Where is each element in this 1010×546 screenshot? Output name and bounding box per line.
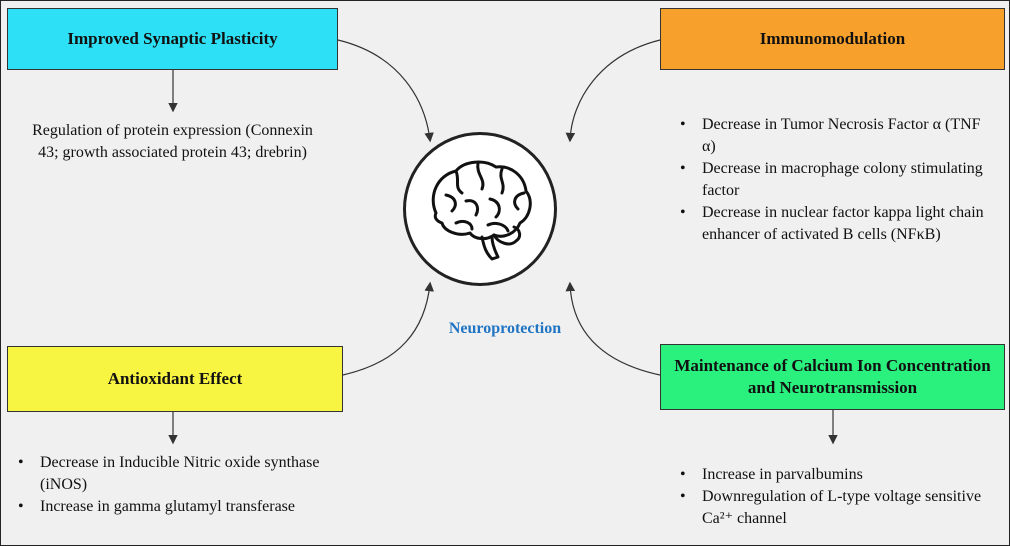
brain-icon <box>431 160 532 261</box>
list-item: Decrease in macrophage colony stimulatin… <box>674 158 994 202</box>
curve-synaptic-to-center <box>337 39 434 143</box>
curve-calcium-to-center <box>565 281 661 376</box>
list-item: Decrease in Inducible Nitric oxide synth… <box>12 452 342 496</box>
synaptic-plasticity-detail-text: Regulation of protein expression (Connex… <box>32 122 313 161</box>
curve-antioxidant-to-center <box>342 281 434 376</box>
antioxidant-list: Decrease in Inducible Nitric oxide synth… <box>12 452 342 518</box>
synaptic-plasticity-title: Improved Synaptic Plasticity <box>67 28 278 48</box>
list-item: Decrease in nuclear factor kappa light c… <box>674 202 994 246</box>
synaptic-plasticity-box: Improved Synaptic Plasticity <box>7 8 338 70</box>
calcium-neurotransmission-title: Maintenance of Calcium Ion Concentration… <box>674 355 991 397</box>
immunomodulation-box: Immunomodulation <box>660 8 1005 70</box>
antioxidant-effect-box: Antioxidant Effect <box>7 346 343 412</box>
list-item: Decrease in Tumor Necrosis Factor α (TNF… <box>674 114 994 158</box>
immunomodulation-title: Immunomodulation <box>759 28 906 48</box>
immunomodulation-list: Decrease in Tumor Necrosis Factor α (TNF… <box>674 114 994 246</box>
calcium-list: Increase in parvalbumins Downregulation … <box>674 464 994 530</box>
neuroprotection-label: Neuroprotection <box>448 320 562 337</box>
synaptic-plasticity-detail: Regulation of protein expression (Connex… <box>20 120 325 164</box>
calcium-neurotransmission-box: Maintenance of Calcium Ion Concentration… <box>660 344 1005 410</box>
list-item: Increase in gamma glutamyl transferase <box>12 496 342 518</box>
curve-immuno-to-center <box>565 39 661 143</box>
list-item: Increase in parvalbumins <box>674 464 994 486</box>
list-item: Downregulation of L-type voltage sensiti… <box>674 486 994 530</box>
brain-circle <box>403 132 557 286</box>
antioxidant-effect-title: Antioxidant Effect <box>107 368 243 388</box>
